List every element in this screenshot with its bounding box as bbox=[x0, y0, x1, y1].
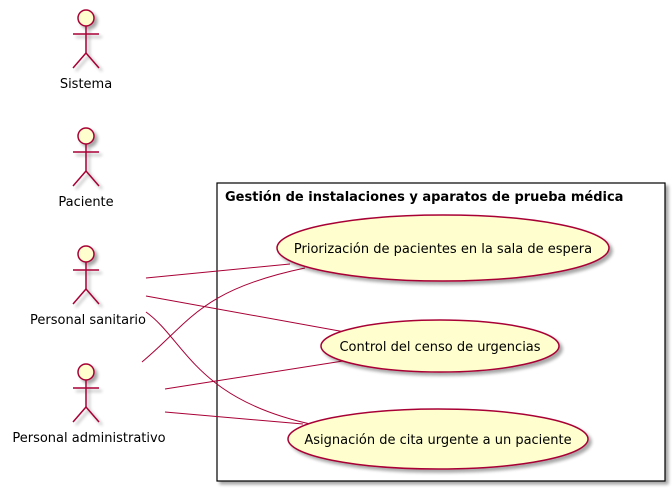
association-sanitario-control bbox=[145, 295, 346, 333]
actor-label: Personal administrativo bbox=[12, 431, 165, 446]
actor-figure-icon bbox=[72, 245, 100, 305]
association-sanitario-priorizacion bbox=[145, 263, 291, 279]
actor-figure-icon bbox=[72, 9, 100, 69]
association-administrativo-priorizacion bbox=[141, 267, 306, 363]
usecase-control-censo: Control del censo de urgencias bbox=[320, 319, 560, 373]
usecase-asignacion-cita: Asignación de cita urgente a un paciente bbox=[287, 408, 589, 470]
association-administrativo-control bbox=[164, 360, 344, 390]
usecase-label: Priorización de pacientes en la sala de … bbox=[294, 242, 592, 257]
usecase-priorizacion: Priorización de pacientes en la sala de … bbox=[276, 214, 610, 282]
system-boundary-title: Gestión de instalaciones y aparatos de p… bbox=[225, 190, 623, 205]
association-sanitario-asignacion bbox=[145, 311, 316, 426]
actor-sistema: Sistema bbox=[60, 9, 112, 92]
actor-personal-administrativo: Personal administrativo bbox=[12, 363, 166, 446]
associations bbox=[141, 263, 346, 426]
usecase-label: Asignación de cita urgente a un paciente bbox=[304, 433, 571, 448]
actor-figure-icon bbox=[72, 363, 100, 423]
actor-figure-icon bbox=[72, 127, 100, 187]
actor-label: Paciente bbox=[58, 195, 113, 210]
actor-paciente: Paciente bbox=[58, 127, 114, 210]
usecase-label: Control del censo de urgencias bbox=[339, 340, 540, 355]
actor-label: Sistema bbox=[60, 77, 112, 92]
association-administrativo-asignacion bbox=[164, 411, 304, 425]
actor-personal-sanitario: Personal sanitario bbox=[30, 245, 146, 328]
actor-label: Personal sanitario bbox=[30, 313, 146, 328]
